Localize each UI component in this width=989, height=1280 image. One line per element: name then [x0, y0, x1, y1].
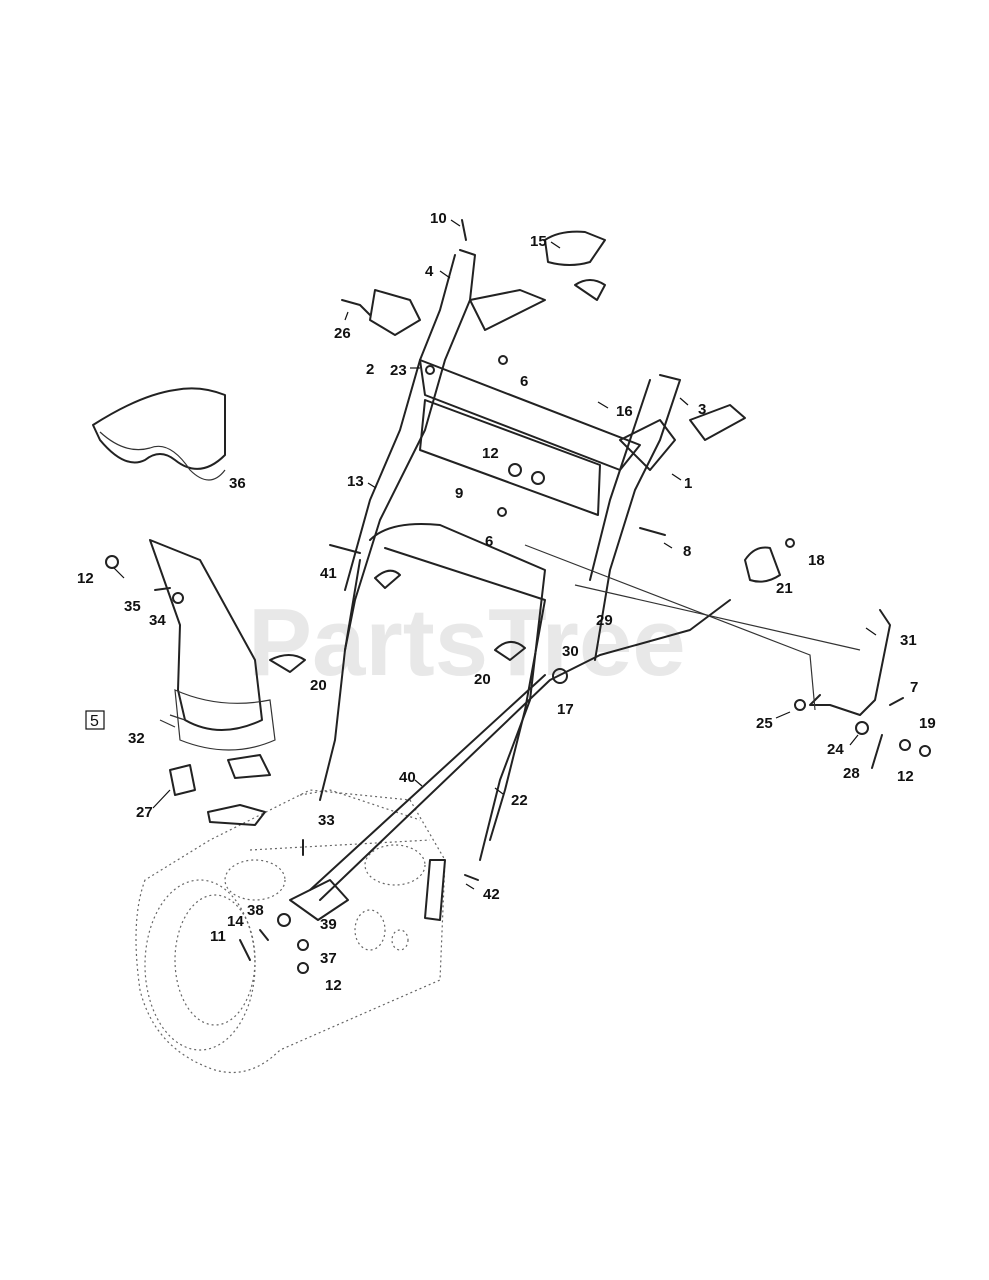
chute-deflector — [92, 387, 276, 751]
callout-numbers: 10 15 4 26 2 23 6 16 3 1 12 9 13 36 8 6 … — [77, 210, 936, 994]
callout-17: 17 — [557, 701, 574, 718]
callout-12-bottom: 12 — [325, 977, 342, 994]
callout-6-mid: 6 — [485, 533, 493, 550]
callout-40: 40 — [399, 769, 416, 786]
callout-41: 41 — [320, 565, 337, 582]
callout-31: 31 — [900, 632, 917, 649]
callout-23: 23 — [390, 362, 407, 379]
callout-3: 3 — [698, 401, 706, 418]
watermark-text: PartsTree — [248, 589, 686, 696]
callout-7: 7 — [910, 679, 918, 696]
view-number: 5 — [90, 713, 99, 730]
view-number-box: 5 — [85, 710, 105, 730]
callout-15: 15 — [530, 233, 547, 250]
callout-32: 32 — [128, 730, 145, 747]
callout-38: 38 — [247, 902, 264, 919]
callout-12-handle: 12 — [482, 445, 499, 462]
callout-2: 2 — [366, 361, 374, 378]
callout-33: 33 — [318, 812, 335, 829]
callout-1: 1 — [684, 475, 692, 492]
callout-8: 8 — [683, 543, 691, 560]
callout-12-chute: 12 — [77, 570, 94, 587]
callout-11: 11 — [210, 928, 226, 945]
lower-handle — [319, 523, 546, 861]
callout-39: 39 — [320, 916, 337, 933]
callout-35: 35 — [124, 598, 141, 615]
callout-10: 10 — [430, 210, 447, 227]
callout-21: 21 — [776, 580, 793, 597]
callout-30: 30 — [562, 643, 579, 660]
callout-25: 25 — [756, 715, 773, 732]
callout-20-left: 20 — [474, 671, 491, 688]
callout-29: 29 — [596, 612, 613, 629]
callout-24: 24 — [827, 741, 844, 758]
callout-13: 13 — [347, 473, 364, 490]
callout-9: 9 — [455, 485, 463, 502]
hardware-parts — [105, 219, 931, 974]
auger-housing — [135, 789, 446, 1074]
callout-20-right: 20 — [310, 677, 327, 694]
callout-34: 34 — [149, 612, 166, 629]
callout-12-right: 12 — [897, 768, 914, 785]
callout-4: 4 — [425, 263, 434, 280]
callout-22: 22 — [511, 792, 528, 809]
callout-42: 42 — [483, 886, 500, 903]
callout-27: 27 — [136, 804, 153, 821]
leader-lines — [113, 219, 877, 890]
callout-6-top: 6 — [520, 373, 528, 390]
callout-37: 37 — [320, 950, 337, 967]
callout-28: 28 — [843, 765, 860, 782]
callout-26: 26 — [334, 325, 351, 342]
control-rods — [309, 544, 891, 901]
callout-19: 19 — [919, 715, 936, 732]
callout-14: 14 — [227, 913, 244, 930]
callout-18: 18 — [808, 552, 825, 569]
callout-36: 36 — [229, 475, 246, 492]
callout-16: 16 — [616, 403, 633, 420]
upper-handle-frame — [344, 230, 746, 661]
